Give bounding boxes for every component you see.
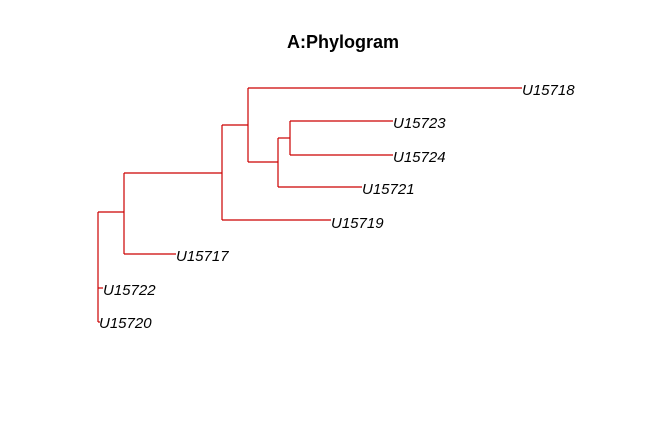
tip-label-u15717: U15717	[176, 248, 229, 265]
tip-label-u15718: U15718	[522, 82, 575, 99]
tree-branches	[97, 87, 522, 323]
tip-label-u15720: U15720	[99, 315, 152, 332]
figure-title: A:Phylogram	[287, 32, 399, 52]
tip-label-u15719: U15719	[331, 215, 384, 232]
tip-labels: U15718 U15723 U15724 U15721 U15719 U1571…	[99, 82, 575, 332]
tip-label-u15724: U15724	[393, 149, 446, 166]
tip-label-u15722: U15722	[103, 282, 156, 299]
tip-label-u15721: U15721	[362, 181, 415, 198]
tip-label-u15723: U15723	[393, 115, 446, 132]
